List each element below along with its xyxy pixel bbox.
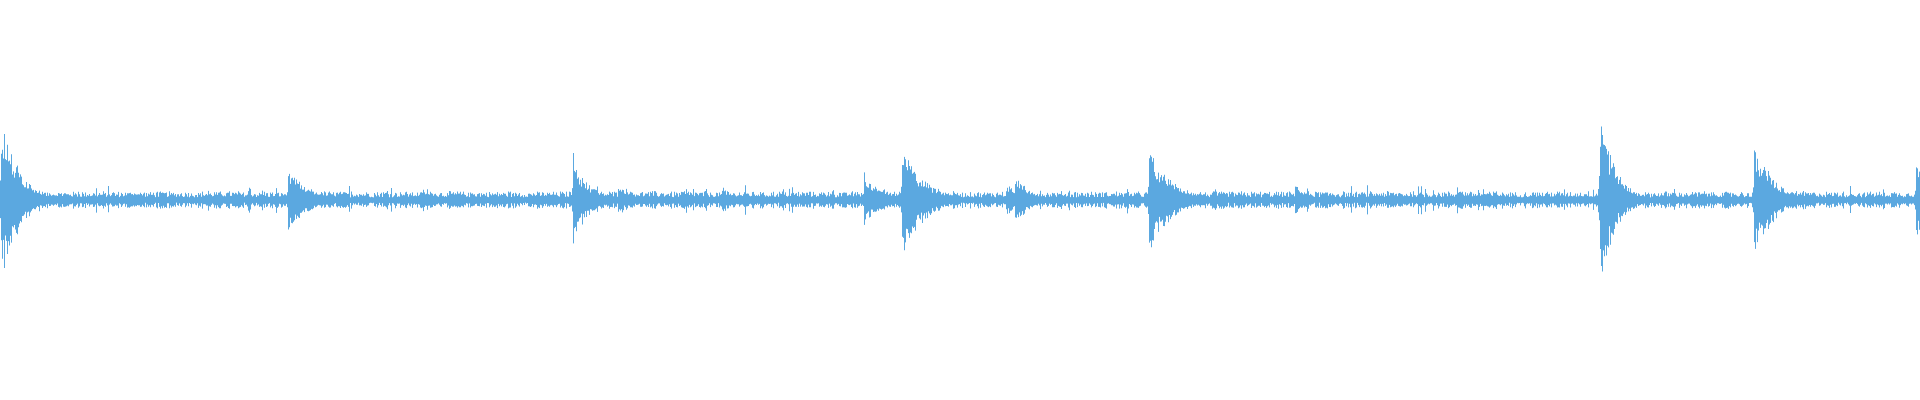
waveform-trace xyxy=(0,126,1920,272)
waveform-samples xyxy=(0,126,1920,272)
